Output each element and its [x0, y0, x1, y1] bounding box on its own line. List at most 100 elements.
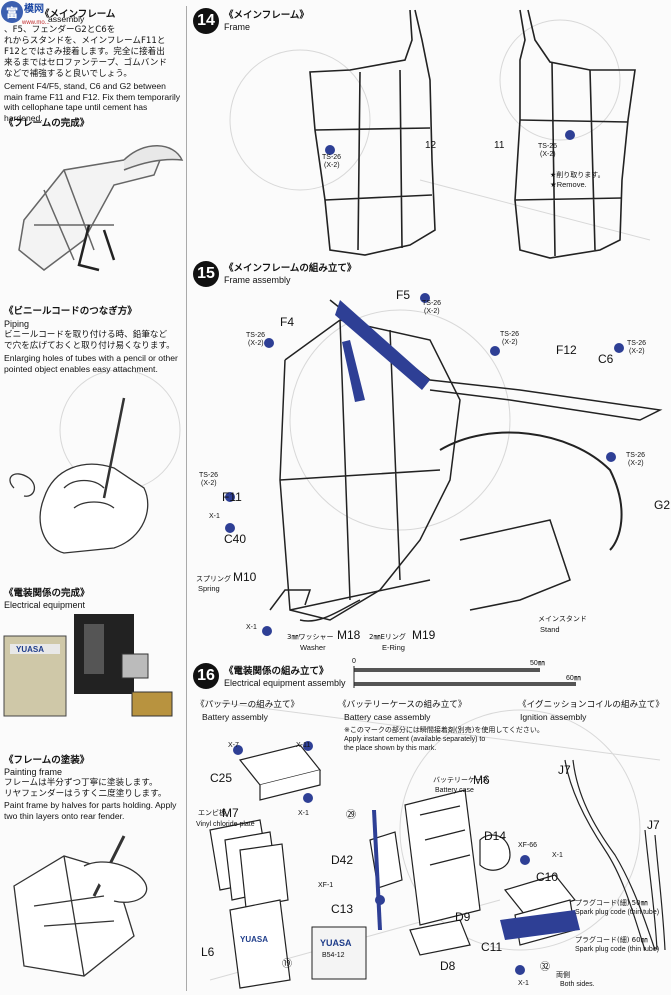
- intro-heading-en: assembly: [48, 14, 85, 24]
- ts26-label: TS-26: [626, 452, 646, 459]
- decal-number: ㉙: [346, 810, 356, 821]
- logo-char-text: 富: [6, 5, 18, 20]
- piping-jp-line: ビニールコードを取り付ける時、鉛筆など: [4, 330, 168, 340]
- screw-marker: [614, 343, 624, 353]
- part-J7-label: J7: [558, 763, 571, 777]
- part-M10-label: M10: [233, 570, 257, 584]
- step-14-number: 14: [197, 12, 215, 29]
- part-M19-label: M19: [412, 628, 436, 642]
- instant-cement-note-en: Apply instant cement (available separate…: [344, 736, 486, 752]
- painting-heading-jp: 《フレームの塗装》: [4, 755, 90, 766]
- vinyl-plate-label-en: Vinyl chloride plate: [196, 821, 255, 828]
- painting-jp-line: リヤフェンダーはうすく二度塗りします。: [4, 789, 167, 799]
- part-F11-label: F11: [222, 490, 242, 504]
- logo-url-text: www.mo...: [21, 20, 50, 26]
- length-scale: [353, 666, 576, 688]
- step-14-part-12: 12: [425, 140, 437, 151]
- ts26-qty: (X-2): [502, 339, 518, 346]
- part-D14-label: D14: [484, 829, 507, 843]
- screw-marker: [225, 492, 235, 502]
- painting-illustration: [13, 835, 148, 977]
- step-14-ts26-left: TS-26: [322, 154, 342, 161]
- battery-assembly-heading-jp: 《バッテリーの組み立て》: [196, 700, 300, 710]
- intro-heading: 《メインフレーム: [40, 2, 185, 21]
- column-divider: [186, 6, 187, 991]
- x1-label: X-1: [518, 980, 529, 987]
- piping-jp-line: で穴を広げておくと取り付け易くなります。: [4, 341, 175, 351]
- ignition-heading-jp: 《イグニッションコイルの組み立て》: [518, 700, 664, 710]
- both-sides-jp: 両側: [556, 971, 570, 979]
- piping-hands-illustration: [9, 397, 149, 554]
- part-D8-label: D8: [440, 959, 456, 973]
- battery-case-label-en: Battery case: [435, 787, 474, 794]
- washer-label-en: Washer: [300, 643, 326, 652]
- battery-assembly-heading-en: Battery assembly: [202, 712, 268, 722]
- part-F5-label: F5: [396, 288, 411, 302]
- part-J7-label: J7: [647, 818, 660, 832]
- screw-marker: [262, 626, 272, 636]
- intro-jp-line: れからスタンドを、メインフレームF11と: [4, 36, 166, 46]
- step-14-remove-en: ★Remove.: [550, 180, 587, 189]
- step-16-badge: 16: [193, 663, 219, 689]
- step-14-badge: 14: [193, 8, 219, 34]
- stand-label-jp: メインスタンド: [538, 615, 587, 623]
- part-L6-label: L6: [201, 945, 215, 959]
- painting-jp-line: フレームは半分ずつ丁寧に塗装します。: [4, 778, 158, 788]
- piping-heading-en: Piping: [4, 319, 30, 329]
- plug-code-50-jp: プラグコード(細) 50㎜: [575, 899, 648, 907]
- battery-photo-label: YUASA: [16, 645, 44, 654]
- x1-label: X-1: [298, 810, 309, 817]
- ts26-label: TS-26: [627, 340, 647, 347]
- ts26-qty: (X-2): [629, 348, 645, 355]
- step-14-ts26-right: TS-26: [538, 143, 558, 150]
- part-C10-label: C10: [536, 870, 559, 884]
- decal-number: ㉜: [540, 962, 550, 973]
- part-M6-label: M6: [473, 773, 490, 787]
- screw-marker: [606, 452, 616, 462]
- battery-case-heading-en: Battery case assembly: [344, 712, 431, 722]
- battery-case-diagram: [369, 789, 511, 956]
- step-15-title-en: Frame assembly: [224, 275, 291, 285]
- yuasa-decal: [311, 926, 367, 980]
- ering-label-jp: 2㎜Eリング: [369, 633, 406, 641]
- part-C13-label: C13: [331, 902, 354, 916]
- ts26-qty: (X-2): [248, 340, 264, 347]
- x1-label: X-1: [246, 624, 257, 631]
- scale-60mm: 60㎜: [566, 675, 581, 682]
- scale-zero: 0: [352, 658, 356, 665]
- scale-50mm: 50㎜: [530, 660, 545, 667]
- plug-code-50-en: Spark plug code (thin tube): [575, 909, 660, 916]
- battery-case-yuasa-text: YUASA: [240, 935, 269, 944]
- intro-jp-line: 来るまではセロファンテープ、ゴムバンド: [4, 58, 167, 68]
- logo-brand-text: 模网: [24, 2, 44, 15]
- part-D42-label: D42: [331, 853, 354, 867]
- intro-jp-body: 、F5、フェンダーG2とC6を れからスタンドを、メインフレームF11と F12…: [4, 25, 184, 80]
- ignition-assembly-diagram: [500, 759, 666, 975]
- frame-complete-heading: 《フレームの完成》: [4, 118, 90, 129]
- ts26-qty: (X-2): [201, 480, 217, 487]
- site-logo: 富 模网 www.mo...: [0, 0, 50, 28]
- intro-jp-line: などで補強すると良いでしょう。: [4, 69, 132, 79]
- part-F4-label: F4: [280, 315, 295, 329]
- both-sides-en: Both sides.: [560, 981, 595, 988]
- intro-heading-jp: 《メインフレーム: [40, 9, 116, 20]
- decal-code-text: B54-12: [322, 952, 345, 959]
- electrical-heading-jp: 《電装関係の完成》: [4, 588, 90, 599]
- screw-marker: [264, 338, 274, 348]
- step-15-title-jp: 《メインフレームの組み立て》: [224, 263, 357, 274]
- electrical-heading-en: Electrical equipment: [4, 600, 86, 610]
- piping-jp-body: ビニールコードを取り付ける時、鉛筆など で穴を広げておくと取り付け易くなります。: [4, 330, 184, 352]
- xf1-label: XF-1: [318, 882, 334, 889]
- ignition-heading-en: Ignition assembly: [520, 712, 587, 722]
- stand-label-en: Stand: [540, 625, 560, 634]
- part-M7-label: M7: [222, 806, 239, 820]
- battery-case-heading-jp: 《バッテリーケースの組み立て》: [338, 700, 467, 710]
- frame-complete-illustration: [18, 145, 184, 272]
- step-15-badge: 15: [193, 261, 219, 287]
- ts26-label: TS-26: [199, 472, 219, 479]
- plug-code-60-en: Spark plug code (thin tube): [575, 946, 660, 953]
- x7-label: X-7: [228, 742, 239, 749]
- battery-case-label-jp: バッテリーケース: [433, 776, 489, 784]
- ts26-label: TS-26: [500, 331, 520, 338]
